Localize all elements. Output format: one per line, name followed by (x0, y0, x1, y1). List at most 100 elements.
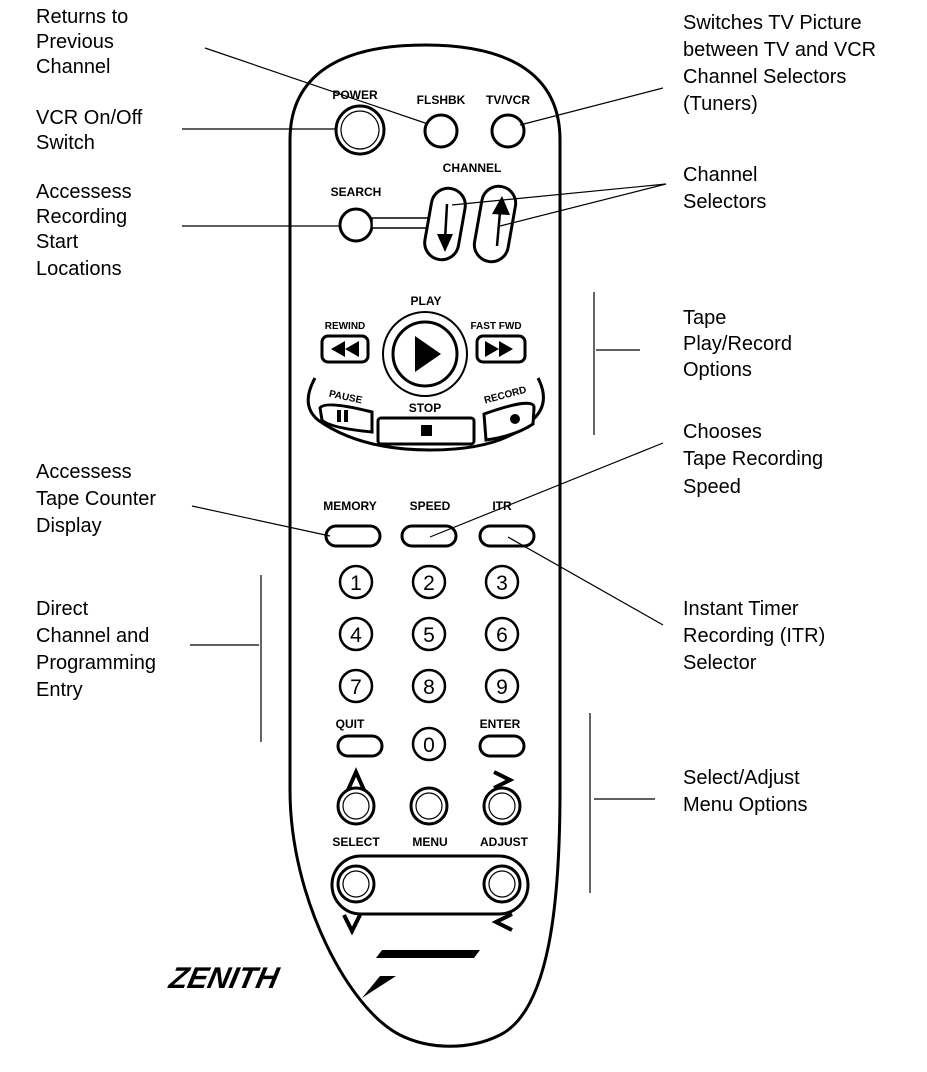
callout-lines (182, 47, 667, 893)
channel-up-button[interactable] (472, 184, 519, 265)
svg-text:Accessess: Accessess (36, 461, 132, 483)
record-button[interactable] (482, 401, 536, 442)
callout-itr: Instant Timer Recording (ITR) Selector (683, 598, 825, 674)
stop-button[interactable] (376, 416, 476, 446)
menu-label: MENU (412, 835, 447, 849)
callout-vcr-power: VCR On/Off Switch (36, 107, 143, 154)
enter-label: ENTER (480, 717, 521, 731)
svg-text:9: 9 (496, 676, 508, 699)
play-icon (415, 336, 441, 372)
adjust-label: ADJUST (480, 835, 529, 849)
speed-label: SPEED (410, 499, 451, 513)
svg-text:Tape Recording: Tape Recording (683, 448, 823, 470)
play-label: PLAY (411, 294, 442, 308)
memory-label: MEMORY (323, 499, 377, 513)
callout-channel: Channel Selectors (683, 164, 766, 213)
speed-button[interactable] (400, 524, 458, 548)
svg-text:Channel Selectors: Channel Selectors (683, 66, 846, 88)
svg-text:Programming: Programming (36, 652, 156, 674)
up-arrow-icon (492, 196, 510, 215)
svg-text:Previous: Previous (36, 31, 114, 53)
select-adjust-frame (330, 854, 530, 916)
svg-text:Menu Options: Menu Options (683, 794, 808, 816)
digit-button-2[interactable]: 2 (411, 564, 447, 600)
rewind-icon (331, 341, 359, 357)
callout-search: Accessess Recording Start Locations (36, 181, 132, 280)
flshbk-button[interactable] (423, 113, 459, 149)
zenith-logo: ZENITH (165, 950, 480, 998)
pause-icon (337, 410, 341, 422)
search-label: SEARCH (331, 185, 382, 199)
select-down-button[interactable] (336, 864, 376, 904)
svg-text:Instant Timer: Instant Timer (683, 598, 799, 620)
callout-tv-vcr: Switches TV Picture between TV and VCR C… (683, 12, 876, 115)
power-button[interactable] (334, 104, 386, 156)
svg-text:0: 0 (423, 734, 435, 757)
svg-text:Options: Options (683, 359, 752, 381)
channel-down-button[interactable] (422, 186, 468, 263)
digit-button-9[interactable]: 9 (484, 668, 520, 704)
channel-label: CHANNEL (443, 161, 502, 175)
svg-text:Channel: Channel (683, 164, 758, 186)
quit-label: QUIT (336, 717, 365, 731)
rewind-button[interactable] (320, 334, 370, 364)
menu-button[interactable] (409, 786, 449, 826)
memory-button[interactable] (324, 524, 382, 548)
svg-text:1: 1 (350, 572, 362, 595)
select-up-button[interactable] (336, 786, 376, 826)
digit-button-6[interactable]: 6 (484, 616, 520, 652)
svg-text:Display: Display (36, 515, 102, 537)
digit-button-0[interactable]: 0 (411, 726, 447, 762)
svg-text:Direct: Direct (36, 598, 89, 620)
tvvcr-button[interactable] (490, 113, 526, 149)
svg-text:Switches TV Picture: Switches TV Picture (683, 12, 862, 34)
fastfwd-button[interactable] (475, 334, 527, 364)
enter-button[interactable] (478, 734, 526, 758)
svg-text:Tape: Tape (683, 307, 726, 329)
play-button[interactable] (382, 311, 468, 397)
adjust-right-button[interactable] (482, 786, 522, 826)
svg-text:3: 3 (496, 572, 508, 595)
down-arrow-icon (437, 234, 453, 252)
svg-text:Recording: Recording (36, 206, 127, 228)
digit-button-3[interactable]: 3 (484, 564, 520, 600)
svg-text:6: 6 (496, 624, 508, 647)
stop-icon (421, 425, 432, 436)
svg-text:Switch: Switch (36, 132, 95, 154)
callout-direct-entry: Direct Channel and Programming Entry (36, 598, 156, 701)
svg-text:between TV and VCR: between TV and VCR (683, 39, 876, 61)
stop-label: STOP (409, 401, 441, 415)
svg-text:Tape Counter: Tape Counter (36, 488, 156, 510)
tvvcr-label: TV/VCR (486, 93, 530, 107)
svg-text:Selector: Selector (683, 652, 757, 674)
digit-button-8[interactable]: 8 (411, 668, 447, 704)
up-chevron-icon (346, 767, 366, 791)
svg-text:5: 5 (423, 624, 435, 647)
digit-button-5[interactable]: 5 (411, 616, 447, 652)
callout-speed: Chooses Tape Recording Speed (683, 421, 823, 498)
pause-button[interactable] (318, 403, 374, 434)
rewind-label: REWIND (325, 321, 366, 332)
callout-menu-options: Select/Adjust Menu Options (683, 767, 808, 816)
callout-previous-channel: Returns to Previous Channel (36, 6, 128, 78)
callout-memory: Accessess Tape Counter Display (36, 461, 156, 537)
fastfwd-label: FAST FWD (470, 321, 521, 332)
digit-button-1[interactable]: 1 (338, 564, 374, 600)
fastforward-icon (485, 341, 513, 357)
svg-text:7: 7 (350, 676, 362, 699)
svg-text:2: 2 (423, 572, 435, 595)
adjust-left-button[interactable] (482, 864, 522, 904)
search-button[interactable] (338, 207, 374, 243)
quit-button[interactable] (336, 734, 384, 758)
digit-button-7[interactable]: 7 (338, 668, 374, 704)
svg-text:Selectors: Selectors (683, 191, 766, 213)
svg-text:Returns to: Returns to (36, 6, 128, 28)
svg-text:(Tuners): (Tuners) (683, 93, 758, 115)
digit-button-4[interactable]: 4 (338, 616, 374, 652)
svg-text:Channel: Channel (36, 56, 111, 78)
svg-text:Locations: Locations (36, 258, 122, 280)
logo-text: ZENITH (165, 962, 282, 995)
itr-button[interactable] (478, 524, 536, 548)
left-chevron-icon (491, 912, 513, 932)
